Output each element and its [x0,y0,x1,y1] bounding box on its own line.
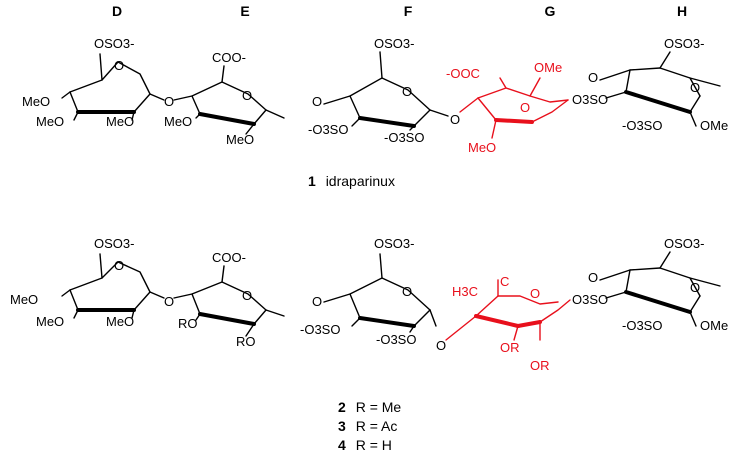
variant-number: 3 [338,418,346,434]
compound-name: idraparinux [326,173,395,189]
variant-caption: 2 R = Me [338,399,401,415]
glycosidic-oxygen: O [588,270,598,285]
glycosidic-oxygen: O [164,94,174,109]
label-d-meo2: MeO [36,314,64,329]
glycosidic-oxygen: O [312,94,322,109]
ring-oxygen: O [402,84,412,99]
ring-oxygen: O [242,288,252,303]
variant-text: R = Ac [356,418,398,434]
labels-idraparinux: OSO3- O MeO MeO MeO O COO- O MeO MeO O O… [22,36,728,155]
ring-header-d: D [112,3,122,19]
label-g-or1: OR [500,340,520,355]
ring-header-f: F [404,3,413,19]
variant-caption: 4 R = H [338,437,392,453]
label-d-meo1: MeO [10,292,38,307]
label-e-coo: COO- [212,50,246,65]
label-h-oso3: OSO3- [664,236,704,251]
h-carbon: C [500,274,509,289]
ring-f [323,51,449,131]
ring-header-h: H [677,3,687,19]
ring-oxygen: O [690,80,700,95]
ring-headers: D E F G H [112,3,687,19]
compound-1-caption: 1 idraparinux [308,173,395,189]
compound-number: 1 [308,173,316,189]
label-d-meo3: MeO [106,114,134,129]
ring-f [323,253,437,333]
label-d-meo1: MeO [22,94,50,109]
glycosidic-oxygen: O [164,294,174,309]
ring-header-g: G [545,3,556,19]
label-d-oso3: OSO3- [94,236,134,251]
ring-g [445,279,571,341]
label-f-oso3: OSO3- [374,236,414,251]
ring-h [599,51,721,127]
variant-text: R = H [356,437,392,453]
ring-e [173,65,285,135]
label-e-ro2: RO [236,334,256,349]
glycosidic-oxygen: O [312,294,322,309]
glycosidic-oxygen: O [436,338,446,353]
label-d-oso3: OSO3- [94,36,134,51]
label-g-ome: OMe [534,60,562,75]
label-g-or2: OR [530,358,550,373]
ring-d [61,253,165,319]
ring-oxygen: O [520,100,530,115]
ring-d [61,53,165,121]
glycosidic-oxygen: O [450,112,460,127]
label-e-coo: COO- [212,250,246,265]
label-g-ooc: -OOC [446,66,480,81]
label-h-o3so1: O3SO [572,292,608,307]
ring-e [173,265,285,337]
label-d-meo3: MeO [106,314,134,329]
structure-idraparinux: OSO3- O MeO MeO MeO O COO- O MeO MeO O O… [22,36,728,155]
label-h-ome: OMe [700,118,728,133]
label-e-meo1: MeO [164,114,192,129]
ring-h [599,251,721,327]
ring-g [459,77,569,139]
label-f-oso3: OSO3- [374,36,414,51]
ring-oxygen: O [530,286,540,301]
variant-number: 2 [338,399,346,415]
label-e-ro1: RO [178,316,198,331]
series-captions: 2 R = Me 3 R = Ac 4 R = H [338,399,401,453]
ring-oxygen: O [242,88,252,103]
variant-caption: 3 R = Ac [338,418,397,434]
label-f-o3so1: -O3SO [308,122,348,137]
variant-number: 4 [338,437,346,453]
structure-series: OSO3- O MeO MeO MeO O COO- O RO RO O OSO… [10,236,728,373]
label-g-meo: MeO [468,140,496,155]
label-e-meo2: MeO [226,132,254,147]
label-d-meo2: MeO [36,114,64,129]
label-f-o3so2: -O3SO [376,332,416,347]
ring-oxygen: O [114,58,124,73]
ring-oxygen: O [114,258,124,273]
label-f-o3so2: -O3SO [384,130,424,145]
label-f-o3so1: -O3SO [300,322,340,337]
variant-text: R = Me [356,399,402,415]
label-h-o3so2: -O3SO [622,118,662,133]
ring-oxygen: O [402,284,412,299]
glycosidic-oxygen: O [588,70,598,85]
label-h-o3so2: -O3SO [622,318,662,333]
labels-series: OSO3- O MeO MeO MeO O COO- O RO RO O OSO… [10,236,728,373]
label-h-o3so1: O3SO [572,92,608,107]
label-h-ome: OMe [700,318,728,333]
ring-header-e: E [240,3,249,19]
label-h-oso3: OSO3- [664,36,704,51]
label-g-h3c: H3C [452,284,478,299]
ring-oxygen: O [690,280,700,295]
